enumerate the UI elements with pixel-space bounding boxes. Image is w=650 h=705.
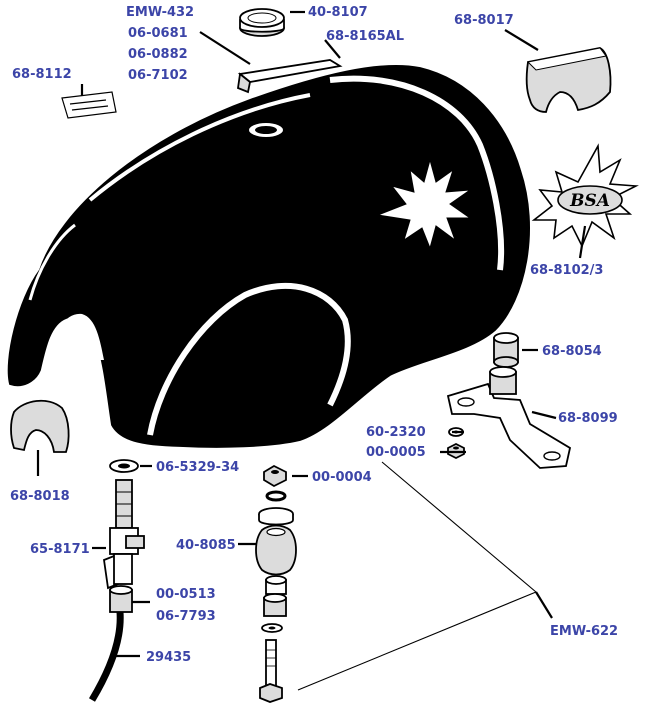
bsa-badge-text: BSA <box>569 191 610 211</box>
fuel-tank-chrome-stripe-top <box>88 93 311 202</box>
nut-00-0004 <box>263 464 287 488</box>
fuel-tap <box>103 479 145 590</box>
label-06-5329-34: 06-5329-34 <box>156 460 239 475</box>
label-29435: 29435 <box>146 650 191 665</box>
label-00-0513: 00-0513 <box>156 587 216 602</box>
fuel-pipe-nut <box>109 585 133 613</box>
label-06-0882: 06-0882 <box>128 47 188 62</box>
label-68-8018: 68-8018 <box>10 489 70 504</box>
label-68-8017: 68-8017 <box>454 13 514 28</box>
label-68-8165al: 68-8165AL <box>326 29 404 44</box>
fuel-tank-star-emblem <box>376 158 472 250</box>
transfer-decal <box>61 91 117 119</box>
fuel-tank <box>7 64 530 448</box>
rubber-buffer <box>493 332 519 368</box>
filler-cap <box>239 8 285 37</box>
label-00-0004: 00-0004 <box>312 470 372 485</box>
fuel-tank-body <box>7 64 530 448</box>
label-68-8112: 68-8112 <box>12 67 72 82</box>
part-number-labels: EMW-432 06-0681 06-0882 06-7102 40-8107 … <box>10 5 618 665</box>
label-40-8085: 40-8085 <box>176 538 236 553</box>
label-68-8054: 68-8054 <box>542 344 602 359</box>
label-06-7793: 06-7793 <box>156 609 216 624</box>
label-65-8171: 65-8171 <box>30 542 90 557</box>
fuel-tank-chrome-stripe-upper <box>329 75 505 271</box>
leader-lines <box>36 10 587 691</box>
spring-washer <box>265 490 287 502</box>
plain-washer <box>261 623 283 633</box>
tank-top-badge-strip <box>237 59 343 94</box>
label-00-0005: 00-0005 <box>366 445 426 460</box>
fuel-tank-chrome-stripe-left <box>28 223 76 301</box>
knee-grip-rubber-right <box>525 47 612 113</box>
label-06-7102: 06-7102 <box>128 68 188 83</box>
label-emw-622: EMW-622 <box>550 624 618 639</box>
spacer-tube <box>263 575 287 617</box>
fuel-tap-washer <box>109 459 139 473</box>
label-68-8102-3: 68-8102/3 <box>530 263 603 278</box>
tank-mounting-bracket <box>446 366 572 469</box>
label-68-8099: 68-8099 <box>558 411 618 426</box>
fuel-tank-chrome-stripe-lower <box>147 282 351 436</box>
rubber-mounting-40-8085 <box>255 507 297 576</box>
knee-grip-rubber-left <box>10 399 70 453</box>
label-06-0681: 06-0681 <box>128 26 188 41</box>
fuel-tank-front-cutout <box>50 313 104 360</box>
label-40-8107: 40-8107 <box>308 5 368 20</box>
label-emw-432: EMW-432 <box>126 5 194 20</box>
bsa-star-badge: BSA <box>531 143 639 248</box>
mounting-stud <box>259 639 283 703</box>
label-60-2320: 60-2320 <box>366 425 426 440</box>
